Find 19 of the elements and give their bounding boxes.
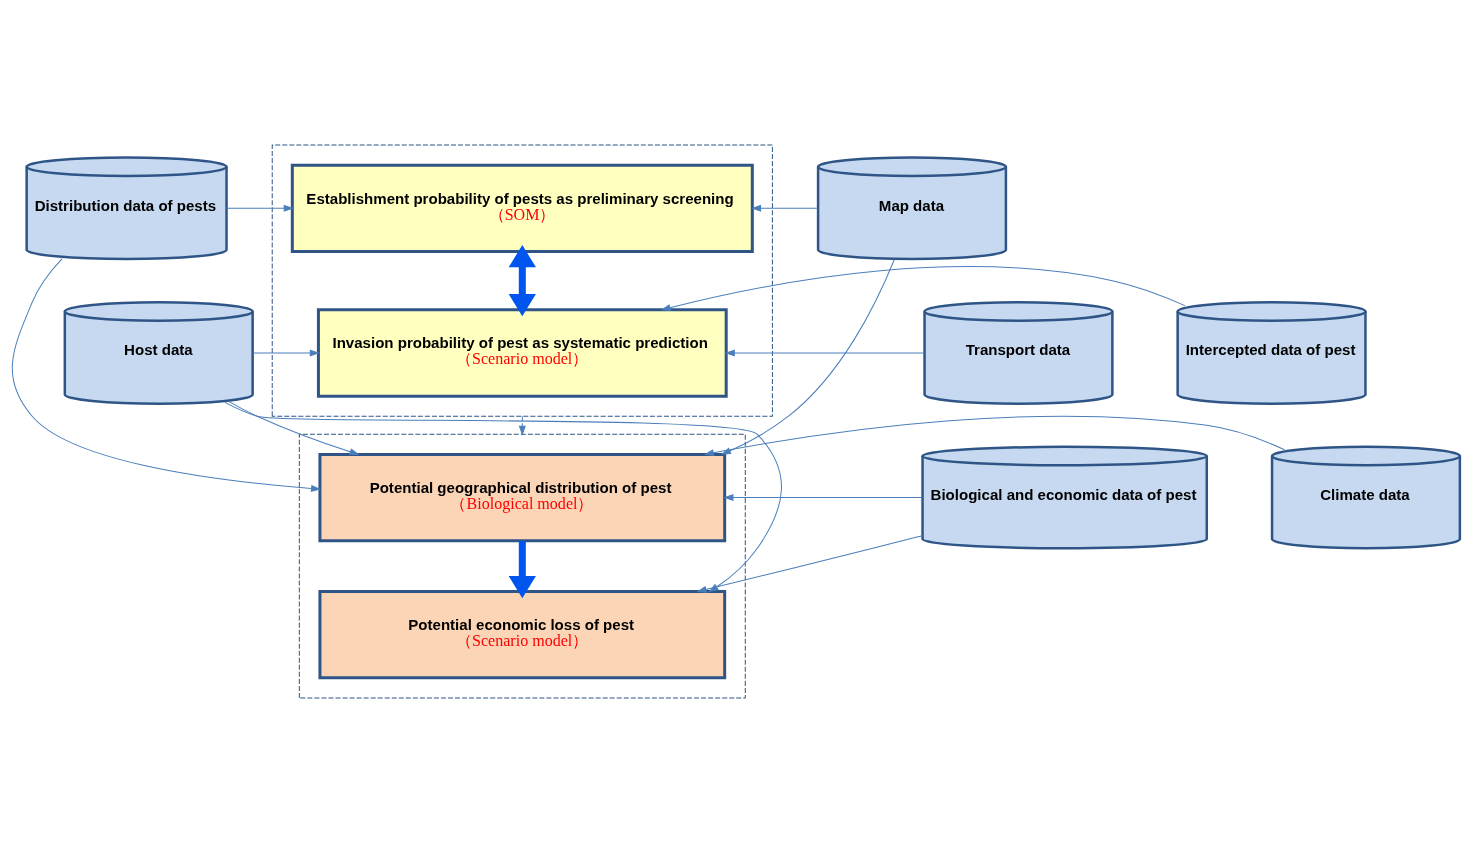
node-box: Invasion probability of pest as systematic prediction （Scenario model）: [316, 307, 728, 398]
node-box: Potential economic loss of pest （Scenario model）: [318, 589, 727, 679]
arrow: [508, 540, 536, 598]
arrow: [226, 204, 293, 212]
arrow: [229, 400, 359, 455]
node-box: Potential geographical distribution of pest （Biological model）: [318, 452, 727, 542]
cluster: [298, 433, 746, 698]
arrow: [724, 493, 923, 501]
arrow: [661, 265, 1186, 311]
arrow: [721, 258, 895, 455]
arrow: [252, 349, 319, 356]
arrow: [519, 415, 526, 435]
arrow: [725, 349, 925, 356]
arrow: [508, 244, 536, 316]
node-box: Establishment probability of pests as preliminary screening （SOM）: [290, 163, 754, 253]
arrow: [11, 257, 321, 492]
cluster: [271, 144, 773, 417]
arrow: [704, 415, 1285, 456]
arrow: [752, 204, 819, 212]
